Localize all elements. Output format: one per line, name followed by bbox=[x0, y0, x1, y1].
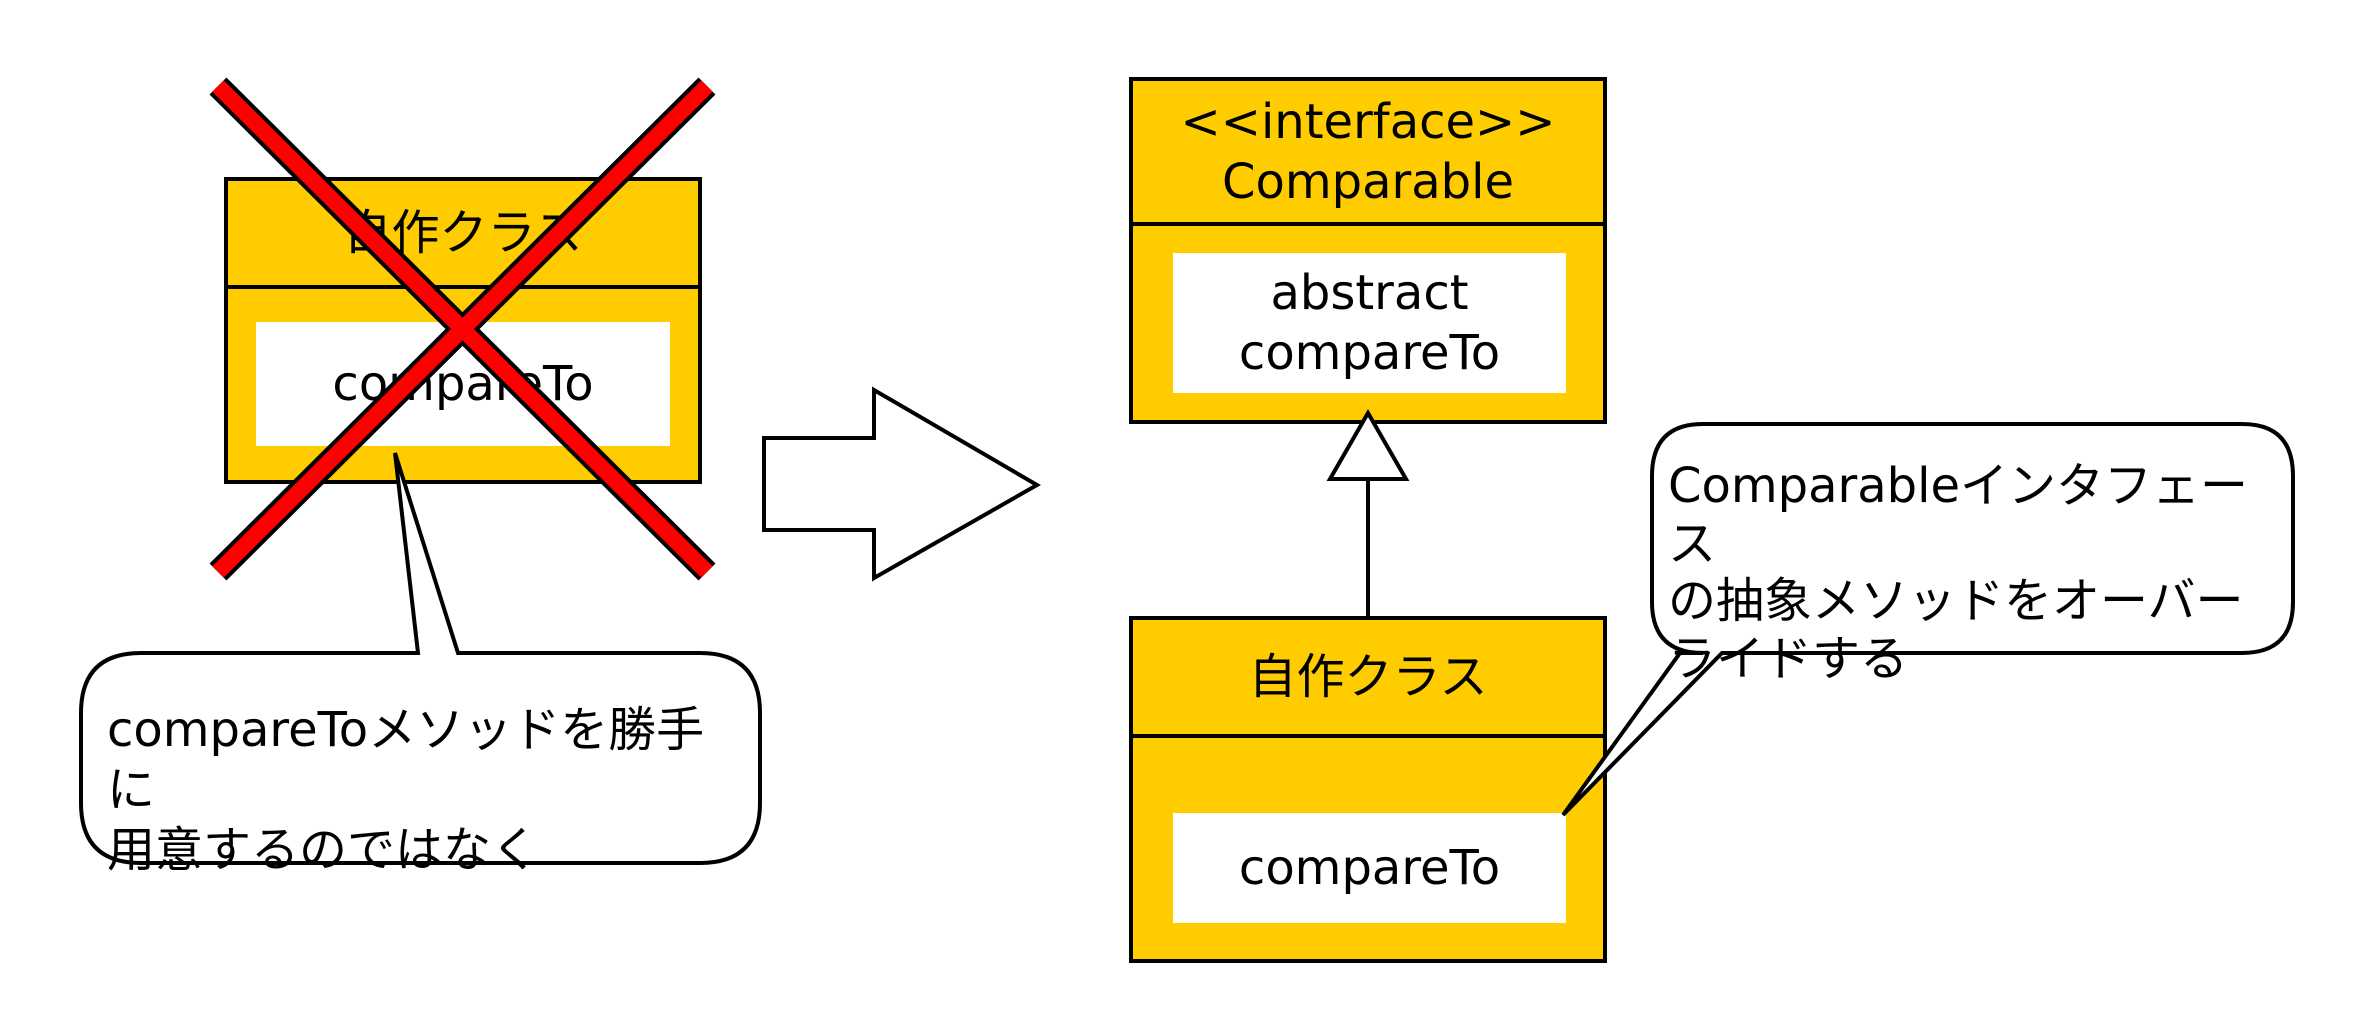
right-callout-outline bbox=[1561, 422, 2295, 817]
impl-class-box: 自作クラス compareTo bbox=[1129, 616, 1607, 963]
cross-out-mark bbox=[209, 77, 716, 581]
interface-class-name: <<interface>> Comparable bbox=[1133, 81, 1603, 226]
interface-class-method: abstract compareTo bbox=[1173, 253, 1566, 393]
impl-class-method: compareTo bbox=[1173, 813, 1566, 923]
impl-class-name: 自作クラス bbox=[1133, 620, 1603, 738]
inheritance-arrowhead bbox=[1326, 408, 1410, 481]
left-callout-bubble bbox=[79, 452, 762, 865]
left-callout-text: compareToメソッドを勝手に 用意するのではなく bbox=[107, 702, 705, 878]
right-callout-text: Comparableインタフェース の抽象メソッドをオーバー ライドする bbox=[1668, 458, 2249, 687]
transition-arrow bbox=[762, 386, 1042, 582]
